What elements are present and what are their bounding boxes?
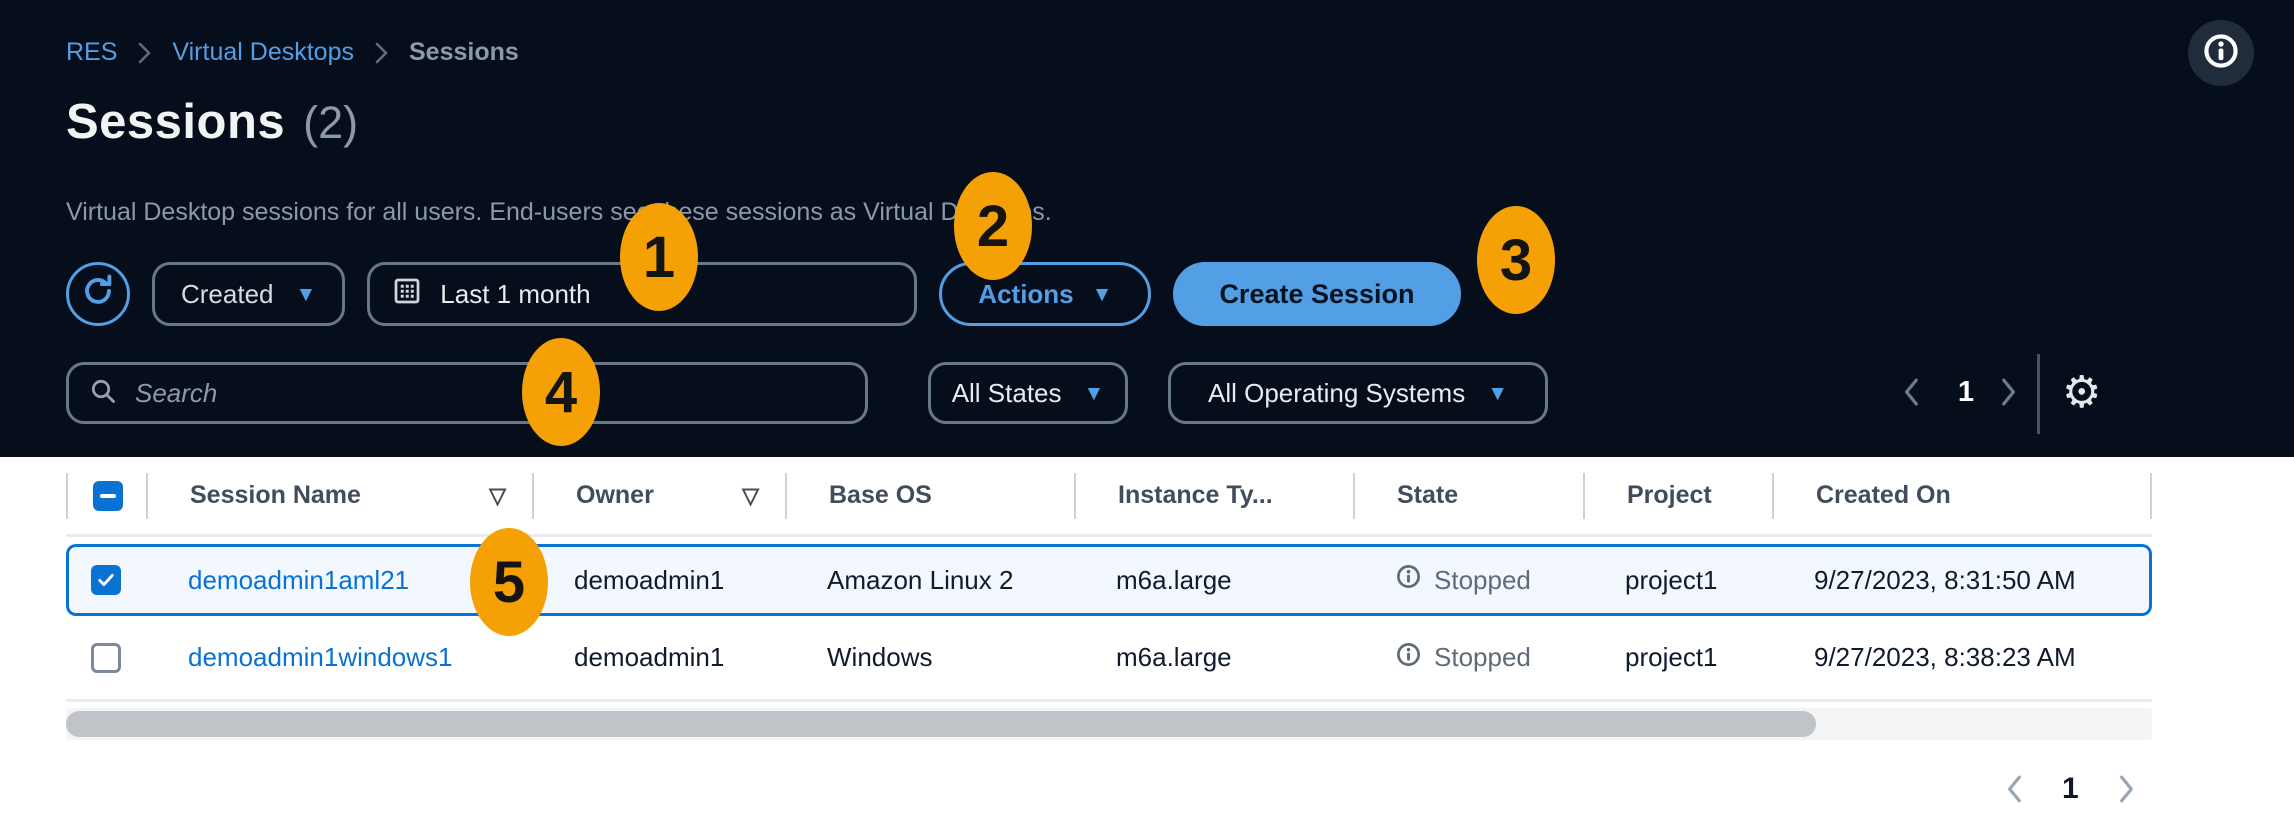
annotation-step-3: 3	[1477, 206, 1555, 314]
state-cell: Stopped	[1353, 563, 1583, 597]
caret-down-icon: ▼	[1487, 381, 1508, 405]
state-filter-dropdown[interactable]: All States ▼	[928, 362, 1128, 424]
breadcrumb-home-link[interactable]: RES	[66, 38, 118, 66]
created-on-cell: 9/27/2023, 8:31:50 AM	[1814, 564, 2076, 595]
select-all-checkbox[interactable]	[93, 480, 123, 511]
column-header-created-on[interactable]: Created On	[1772, 472, 2152, 519]
project-cell: project1	[1625, 564, 1718, 595]
search-icon	[89, 377, 117, 410]
sort-caret-icon[interactable]: ▽	[489, 482, 506, 508]
next-page-button[interactable]	[2113, 774, 2139, 804]
actions-label: Actions	[978, 278, 1074, 309]
toolbar-divider	[2037, 354, 2040, 434]
next-page-button[interactable]	[1995, 376, 2021, 408]
refresh-icon	[80, 273, 116, 316]
sessions-table: Session Name ▽ Owner ▽ Base OS Instance …	[66, 457, 2152, 702]
breadcrumb: RES Virtual Desktops Sessions	[66, 38, 519, 67]
row-checkbox-checked[interactable]	[91, 565, 121, 595]
session-name-link[interactable]: demoadmin1windows1	[188, 642, 453, 672]
state-filter-value: All States	[951, 377, 1062, 408]
info-button[interactable]	[2188, 20, 2254, 86]
horizontal-scrollbar-thumb[interactable]	[66, 711, 1816, 737]
breadcrumb-current: Sessions	[408, 38, 519, 66]
current-page-number[interactable]: 1	[1957, 376, 1975, 408]
column-header-owner[interactable]: Owner ▽	[532, 472, 785, 519]
column-header-base-os[interactable]: Base OS	[785, 472, 1074, 519]
os-filter-dropdown[interactable]: All Operating Systems ▼	[1168, 362, 1548, 424]
sort-by-label: Created	[181, 278, 274, 309]
column-header-project[interactable]: Project	[1583, 472, 1772, 519]
search-input[interactable]	[133, 376, 845, 410]
table-row[interactable]: demoadmin1windows1 demoadmin1 Windows m6…	[66, 616, 2152, 702]
state-label: Stopped	[1434, 642, 1531, 672]
refresh-button[interactable]	[66, 262, 130, 326]
date-range-value: Last 1 month	[440, 278, 591, 309]
project-cell: project1	[1625, 642, 1718, 672]
dark-header-panel: RES Virtual Desktops Sessions Sessions (…	[0, 0, 2294, 457]
column-header-instance-type[interactable]: Instance Ty...	[1074, 472, 1353, 519]
status-info-icon	[1395, 641, 1422, 675]
instance-type-cell: m6a.large	[1116, 642, 1232, 672]
created-on-cell: 9/27/2023, 8:38:23 AM	[1814, 642, 2076, 672]
state-cell: Stopped	[1353, 641, 1583, 675]
session-name-link[interactable]: demoadmin1aml21	[188, 564, 410, 595]
create-session-button[interactable]: Create Session	[1173, 262, 1461, 326]
state-label: Stopped	[1434, 564, 1531, 595]
caret-down-icon: ▼	[1083, 381, 1105, 405]
page-title: Sessions	[66, 95, 286, 149]
annotation-step-2: 2	[954, 172, 1032, 280]
os-filter-value: All Operating Systems	[1207, 377, 1466, 408]
column-header-session-name[interactable]: Session Name ▽	[146, 472, 532, 519]
table-row[interactable]: demoadmin1aml21 demoadmin1 Amazon Linux …	[66, 544, 2152, 616]
column-header-state[interactable]: State	[1353, 472, 1583, 519]
search-box[interactable]	[66, 362, 868, 424]
calendar-icon	[392, 276, 422, 313]
page-title-line: Sessions (2)	[66, 94, 358, 150]
annotation-step-4: 4	[522, 338, 600, 446]
prev-page-button[interactable]	[2002, 774, 2028, 804]
sort-caret-icon[interactable]: ▽	[742, 482, 759, 508]
filter-row: All States ▼ All Operating Systems ▼ 1 ⚙	[66, 354, 2246, 434]
instance-type-cell: m6a.large	[1116, 564, 1232, 595]
row-checkbox-unchecked[interactable]	[91, 642, 121, 673]
chevron-right-icon	[374, 41, 389, 65]
horizontal-scrollbar-track[interactable]	[66, 708, 2152, 740]
owner-cell: demoadmin1	[574, 642, 725, 672]
info-icon	[2202, 32, 2240, 75]
annotation-step-5: 5	[470, 528, 548, 636]
toolbar: Created ▼ Last 1 month Actions ▼ Create …	[66, 262, 1461, 326]
annotation-step-1: 1	[620, 203, 698, 311]
prev-page-button[interactable]	[1899, 376, 1925, 408]
header-checkbox-cell	[66, 472, 146, 519]
owner-cell: demoadmin1	[574, 564, 725, 595]
caret-down-icon: ▼	[1091, 282, 1113, 306]
table-header-row: Session Name ▽ Owner ▽ Base OS Instance …	[66, 457, 2152, 537]
actions-dropdown-button[interactable]: Actions ▼	[939, 262, 1152, 326]
base-os-cell: Windows	[827, 642, 933, 672]
current-page-number[interactable]: 1	[2062, 772, 2079, 805]
base-os-cell: Amazon Linux 2	[827, 564, 1014, 595]
breadcrumb-virtual-desktops-link[interactable]: Virtual Desktops	[172, 38, 354, 66]
chevron-right-icon	[137, 41, 152, 65]
sort-by-dropdown[interactable]: Created ▼	[152, 262, 346, 326]
status-info-icon	[1395, 563, 1422, 597]
bottom-pagination: 1	[2002, 772, 2139, 806]
gear-icon[interactable]: ⚙	[2062, 368, 2102, 417]
page-description: Virtual Desktop sessions for all users. …	[66, 198, 1052, 226]
session-count: (2)	[303, 97, 359, 148]
caret-down-icon: ▼	[295, 282, 317, 306]
